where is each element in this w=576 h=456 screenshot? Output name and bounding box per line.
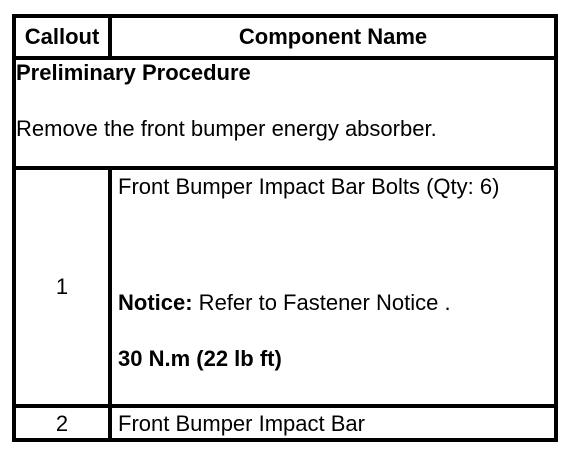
component-name-column-header: Component Name bbox=[108, 18, 554, 60]
callout-number: 1 bbox=[16, 166, 112, 408]
table-row: 1 Front Bumper Impact Bar Bolts (Qty: 6)… bbox=[16, 166, 554, 408]
notice-text: Refer to Fastener Notice . bbox=[192, 290, 451, 315]
preliminary-procedure-cell: Preliminary Procedure Remove the front b… bbox=[16, 56, 554, 170]
notice-label: Notice: bbox=[118, 290, 193, 315]
procedure-table-frame: Callout Component Name Preliminary Proce… bbox=[12, 14, 558, 442]
component-name: Front Bumper Impact Bar Bolts (Qty: 6) bbox=[118, 174, 500, 199]
notice-line: Notice: Refer to Fastener Notice . bbox=[118, 290, 550, 316]
table-row: 2 Front Bumper Impact Bar bbox=[16, 404, 554, 440]
preliminary-procedure-text: Remove the front bumper energy absorber. bbox=[16, 116, 437, 141]
procedure-table: Callout Component Name Preliminary Proce… bbox=[16, 18, 554, 440]
torque-spec: 30 N.m (22 lb ft) bbox=[118, 346, 282, 371]
preliminary-procedure-title: Preliminary Procedure bbox=[16, 60, 251, 85]
component-name: Front Bumper Impact Bar bbox=[108, 404, 554, 440]
component-name-cell: Front Bumper Impact Bar Bolts (Qty: 6) N… bbox=[108, 166, 554, 408]
table-header-row: Callout Component Name bbox=[16, 18, 554, 60]
callout-number: 2 bbox=[16, 404, 112, 440]
callout-column-header: Callout bbox=[16, 18, 112, 60]
preliminary-procedure-row: Preliminary Procedure Remove the front b… bbox=[16, 56, 554, 170]
